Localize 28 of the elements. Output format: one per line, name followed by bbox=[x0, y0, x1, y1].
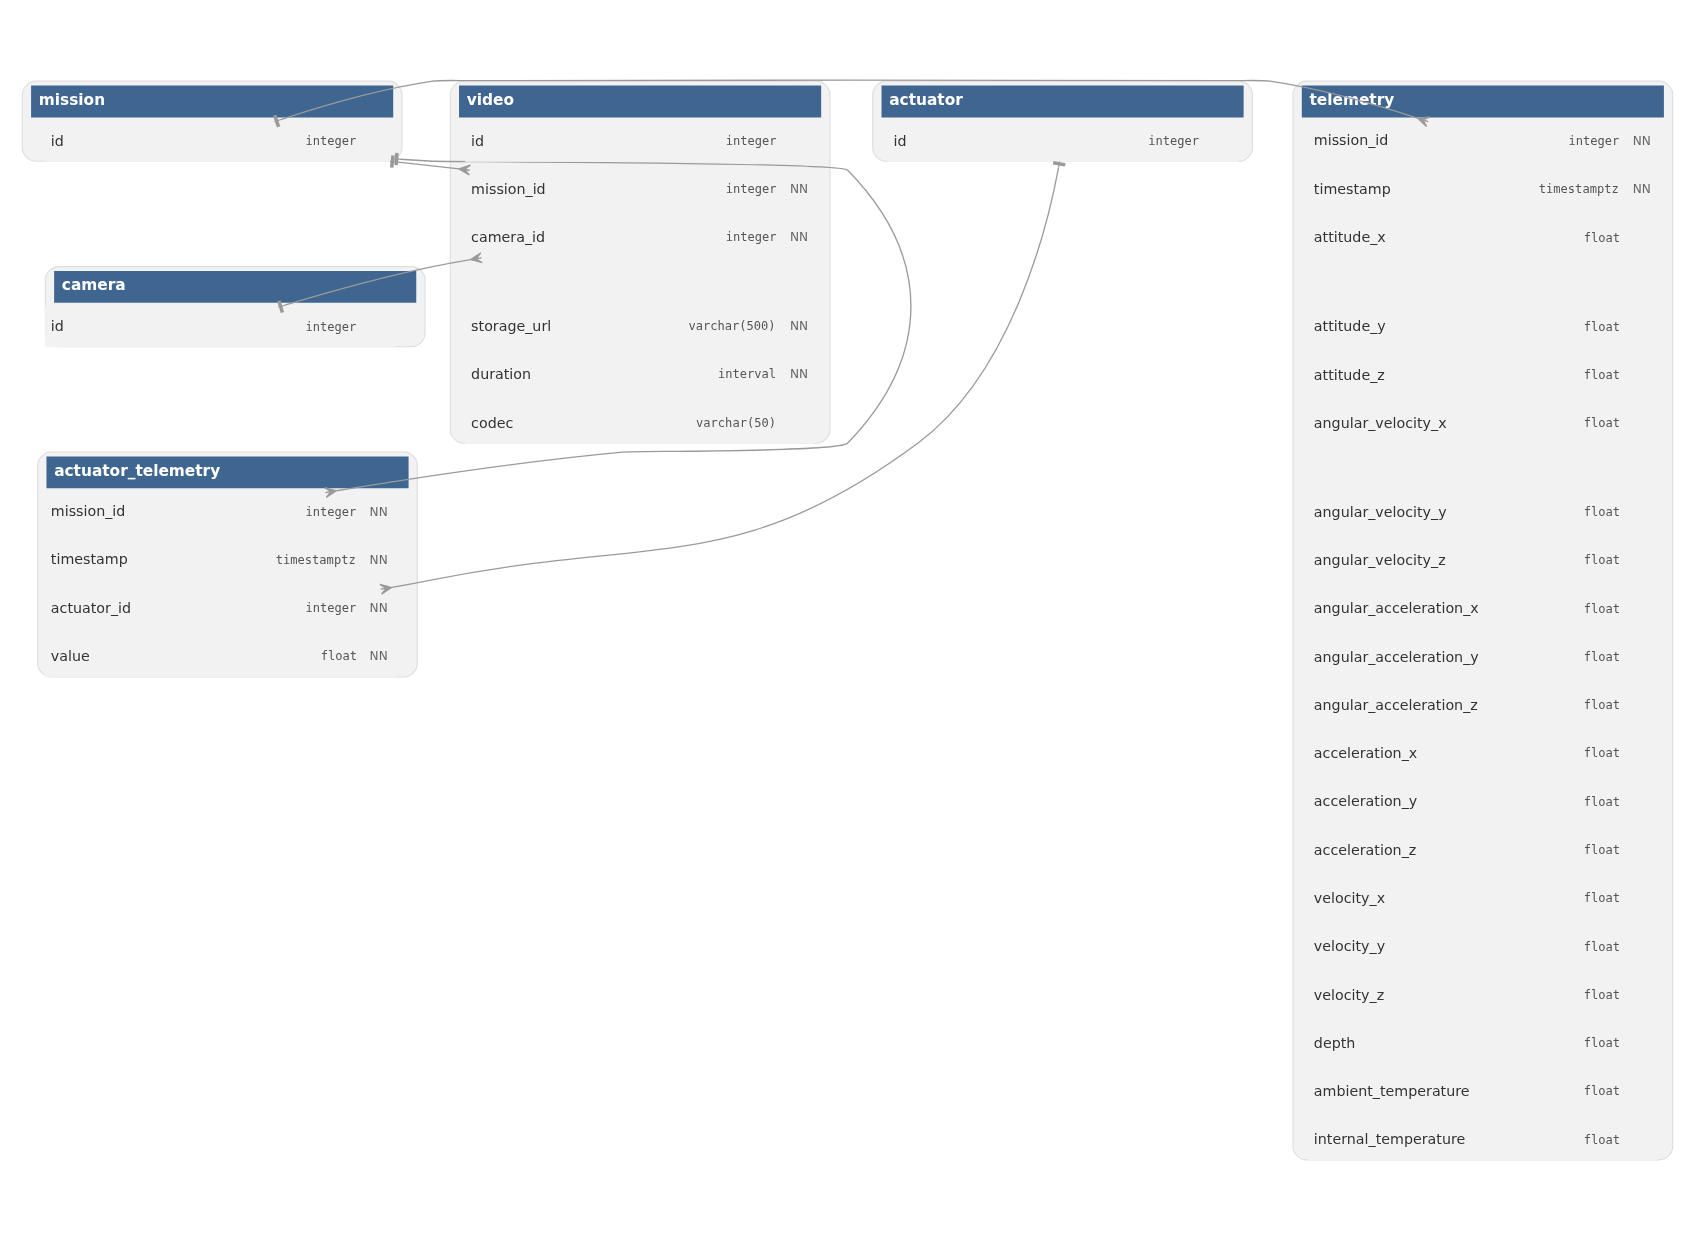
node-text: mission_id integer NN bbox=[470, 180, 808, 197]
node-text: velocity_z float bbox=[1313, 986, 1620, 1003]
node-text: velocity_y float bbox=[1313, 937, 1620, 954]
node-text: attitude_x float bbox=[1313, 228, 1620, 245]
node-text: angular_velocity_y float bbox=[1313, 503, 1620, 520]
node-text: ambient_temperature float bbox=[1313, 1082, 1620, 1099]
node-text: timestamp timestamptz NN bbox=[50, 550, 388, 567]
node-text: attitude_y float bbox=[1313, 317, 1620, 334]
node-text: angular_acceleration_y float bbox=[1313, 648, 1620, 665]
node-text: mission_id integer NN bbox=[50, 502, 388, 519]
node-text: velocity_x float bbox=[1313, 889, 1620, 906]
node-text: camera_id integer NN bbox=[470, 228, 808, 245]
node-text: duration interval NN bbox=[470, 365, 808, 382]
node-text: angular_acceleration_x float bbox=[1313, 599, 1620, 616]
node-text: timestamp timestamptz NN bbox=[1313, 180, 1651, 197]
node-text: acceleration_y float bbox=[1313, 792, 1620, 809]
node-text: angular_acceleration_z float bbox=[1313, 696, 1620, 713]
node-text: acceleration_z float bbox=[1313, 841, 1620, 858]
node-text: storage_url varchar(500) NN bbox=[470, 317, 808, 334]
node-text: acceleration_x float bbox=[1313, 744, 1620, 761]
connector bbox=[272, 78, 1430, 127]
node-text: angular_velocity_z float bbox=[1313, 551, 1620, 568]
node-text: actuator_id integer NN bbox=[50, 599, 388, 616]
node-text: attitude_z float bbox=[1313, 366, 1620, 383]
node-text: depth float bbox=[1313, 1034, 1620, 1051]
node-text: mission_id integer NN bbox=[1313, 131, 1651, 148]
node-text: angular_velocity_x float bbox=[1313, 414, 1620, 431]
connector bbox=[276, 251, 483, 313]
